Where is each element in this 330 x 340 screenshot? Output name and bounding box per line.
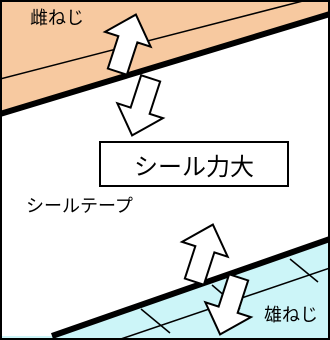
male-thread-crest bbox=[289, 258, 319, 283]
up-arrow-icon bbox=[102, 13, 153, 76]
female-thread-region bbox=[0, 0, 330, 114]
down-arrow-icon bbox=[115, 74, 166, 137]
female-thread-label: 雌ねじ bbox=[30, 8, 84, 29]
male-thread-surface bbox=[51, 236, 330, 339]
male-thread-region bbox=[0, 239, 330, 340]
up-arrow-icon bbox=[179, 223, 230, 286]
male-thread-label: 雄ねじ bbox=[264, 305, 318, 326]
down-arrow-icon bbox=[203, 273, 254, 336]
seal-force-box: シール力大 bbox=[99, 141, 289, 187]
female-thread-line bbox=[0, 0, 310, 80]
male-thread-crest bbox=[140, 308, 171, 334]
female-thread-surface bbox=[0, 11, 330, 117]
seal-force-label: シール力大 bbox=[134, 152, 254, 181]
seal-tape-label: シールテープ bbox=[26, 196, 133, 217]
